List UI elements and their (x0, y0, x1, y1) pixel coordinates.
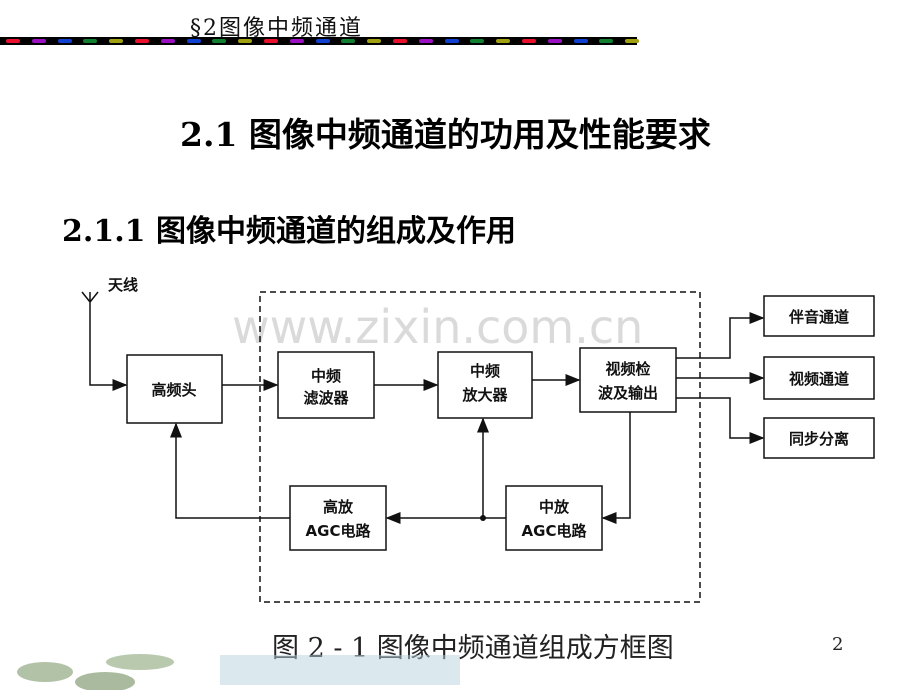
svg-text:中频: 中频 (470, 362, 500, 380)
bar-dot (135, 39, 149, 43)
bar-dot (418, 39, 433, 43)
output-box-video (763, 356, 875, 400)
svg-text:视频通道: 视频通道 (789, 370, 849, 388)
bar-dot (57, 39, 72, 43)
bar-dot (573, 39, 588, 43)
rf-head-box (126, 354, 223, 424)
output-box-sync (763, 417, 875, 459)
bar-dot (470, 39, 485, 43)
bar-dot (315, 39, 330, 43)
bar-dot (289, 39, 304, 43)
rf-agc-box (289, 485, 387, 551)
bar-dot (160, 39, 175, 43)
svg-text:AGC电路: AGC电路 (306, 522, 372, 540)
if-agc-box (505, 485, 603, 551)
output-box-audio (763, 295, 875, 337)
bar-dot (393, 39, 407, 43)
bar-dot (186, 39, 201, 43)
svg-text:滤波器: 滤波器 (303, 389, 349, 407)
bar-dot (547, 39, 562, 43)
bar-dot (341, 39, 356, 43)
svg-text:视频检: 视频检 (605, 360, 650, 378)
bar-dot (238, 39, 253, 43)
bar-dot (109, 39, 124, 43)
svg-text:AGC电路: AGC电路 (522, 522, 588, 540)
bar-dot (83, 39, 98, 43)
header-decorative-bar (0, 37, 640, 45)
bar-dot (522, 39, 536, 43)
leaf-landscape-decoration (17, 654, 460, 690)
svg-text:放大器: 放大器 (461, 386, 508, 404)
if-filter-box (277, 351, 375, 419)
svg-text:中放: 中放 (539, 498, 570, 516)
bar-dot (264, 39, 278, 43)
detector-box (579, 347, 677, 413)
antenna-icon (81, 291, 126, 385)
svg-text:高频头: 高频头 (151, 381, 196, 399)
svg-text:中频: 中频 (311, 367, 341, 385)
svg-text:高放: 高放 (323, 498, 354, 516)
bar-dot (444, 39, 459, 43)
bar-dot (367, 39, 382, 43)
bar-dot (212, 39, 227, 43)
watermark: www.zixin.com.cn (232, 300, 644, 354)
header-title: §2图像中频通道 (190, 16, 363, 41)
dashed-boundary (259, 291, 701, 603)
bar-dot (31, 39, 46, 43)
svg-text:伴音通道: 伴音通道 (788, 308, 849, 326)
svg-text:波及输出: 波及输出 (598, 384, 658, 402)
bar-dot (496, 39, 511, 43)
bar-dot (625, 39, 640, 43)
bar-dot (6, 39, 20, 43)
page-number: 2 (832, 634, 844, 655)
if-amp-box (437, 351, 533, 419)
section-title: 2.1 图像中频通道的功用及性能要求 (180, 115, 711, 154)
svg-text:同步分离: 同步分离 (789, 430, 849, 448)
antenna-label: 天线 (108, 276, 138, 294)
bar-dot (599, 39, 614, 43)
subsection-title: 2.1.1 图像中频通道的组成及作用 (62, 214, 516, 249)
